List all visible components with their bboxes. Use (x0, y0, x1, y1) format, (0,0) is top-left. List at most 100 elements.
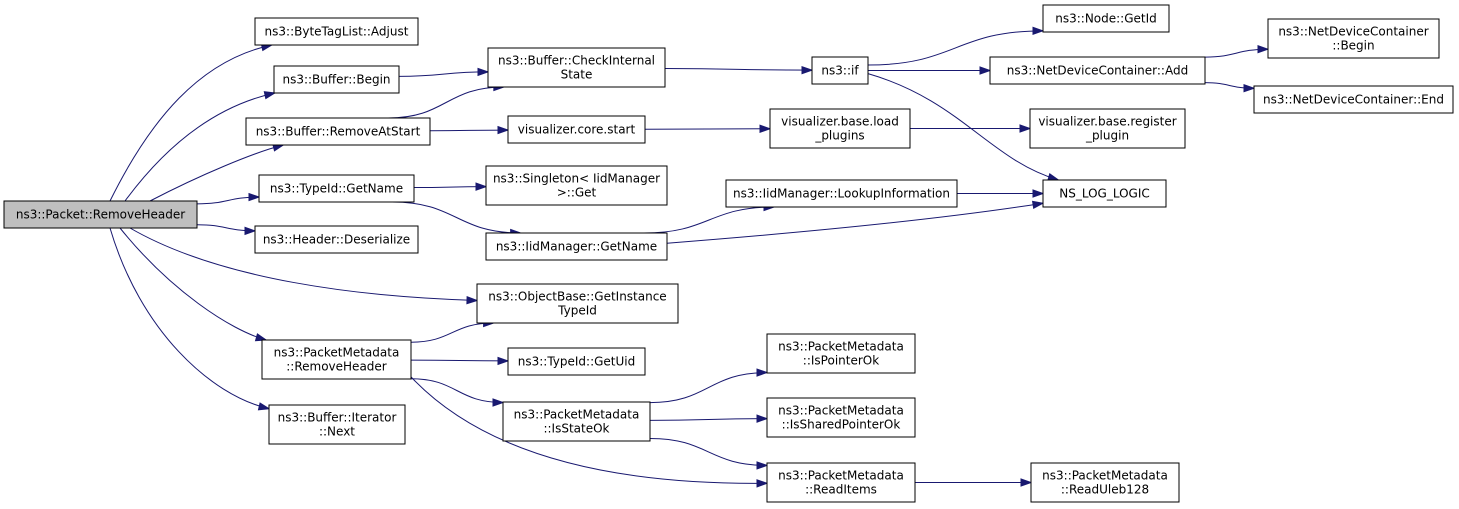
node-buffer-removeatstart[interactable]: ns3::Buffer::RemoveAtStart (245, 117, 431, 146)
node-singleton-get[interactable]: ns3::Singleton< IidManager >::Get (485, 165, 668, 206)
node-box (766, 397, 916, 438)
edge-line (124, 92, 275, 202)
call-graph-nodes: ns3::Packet::RemoveHeader ns3::ByteTagLis… (3, 4, 1454, 503)
node-iidmanager-lookupinformation[interactable]: ns3::IidManager::LookupInformation (725, 179, 958, 208)
node-packetmetadata-issharedpointerok[interactable]: ns3::PacketMetadata::IsSharedPointerOk (766, 397, 916, 438)
node-label: ns3::ObjectBase::GetInstance (488, 290, 666, 304)
arrowhead (756, 479, 769, 488)
node-label: ns3::if (821, 64, 859, 78)
node-visualizer-core-start[interactable]: visualizer.core.start (507, 115, 646, 144)
edge-line (429, 129, 509, 132)
node-label: State (561, 68, 593, 82)
arrowhead (497, 356, 510, 366)
node-box (1042, 179, 1167, 208)
edge-ns3_if-to-ns_log_logic (867, 73, 1060, 182)
node-box (261, 339, 412, 380)
node-packetmetadata-readitems[interactable]: ns3::PacketMetadata::ReadItems (766, 462, 916, 503)
node-ns3-if[interactable]: ns3::if (811, 56, 869, 85)
node-buffer-begin[interactable]: ns3::Buffer::Begin (273, 65, 400, 94)
node-typeid-getuid[interactable]: ns3::TypeId::GetUid (507, 347, 646, 376)
edge-line (109, 44, 272, 202)
node-netdevicecontainer-end[interactable]: ns3::NetDeviceContainer::End (1253, 85, 1454, 114)
node-netdevicecontainer-add[interactable]: ns3::NetDeviceContainer::Add (989, 56, 1206, 85)
node-box (507, 347, 646, 376)
edge-line (649, 437, 768, 466)
node-packetmetadata-readuleb128[interactable]: ns3::PacketMetadata::ReadUleb128 (1030, 462, 1180, 503)
edge-packet_removeheader-to-packetmetadata_removeheader (119, 227, 268, 342)
node-box (1267, 18, 1440, 59)
arrowhead (759, 124, 772, 133)
node-packetmetadata-ispointerok[interactable]: ns3::PacketMetadata::IsPointerOk (766, 333, 916, 374)
arrowhead (756, 368, 769, 377)
node-label: _plugins (814, 129, 864, 143)
edge-line (410, 376, 768, 484)
edge-line (643, 206, 775, 234)
node-label: ns3::Singleton< IidManager (493, 172, 660, 186)
arrowhead (801, 65, 814, 75)
node-box (254, 17, 419, 46)
node-label: ::IsSharedPointerOk (782, 418, 901, 432)
node-box (725, 179, 958, 208)
node-box (1030, 462, 1180, 503)
node-iidmanager-getname[interactable]: ns3::IidManager::GetName (485, 232, 668, 261)
edge-packetmetadata_removeheader-to-packetmetadata_readitems (410, 376, 769, 488)
edge-packet_removeheader-to-objectbase_getinstancetypeid (129, 227, 479, 305)
node-box (254, 225, 419, 254)
node-bytetaglist-adjust[interactable]: ns3::ByteTagList::Adjust (254, 17, 419, 46)
node-buffer-iterator-next[interactable]: ns3::Buffer::Iterator::Next (268, 404, 406, 445)
node-typeid-getname[interactable]: ns3::TypeId::GetName (258, 174, 415, 203)
node-box (1029, 108, 1186, 149)
node-ns-log-logic[interactable]: NS_LOG_LOGIC (1042, 179, 1167, 208)
node-label: ns3::NetDeviceContainer (1278, 25, 1428, 39)
arrowhead (1032, 26, 1045, 36)
node-label: ::ReadItems (805, 483, 877, 497)
node-box (1253, 85, 1454, 114)
node-label: ns3::Buffer::Begin (282, 73, 390, 87)
edge-packetmetadata_removeheader-to-packetmetadata_isstateok (410, 378, 505, 407)
arrowhead (257, 402, 271, 411)
node-box (268, 404, 406, 445)
node-packetmetadata-removeheader[interactable]: ns3::PacketMetadata::RemoveHeader (261, 339, 412, 380)
node-box (258, 174, 415, 203)
edge-ns3_if-to-netdevicecontainer_add (868, 66, 992, 75)
node-label: ns3::PacketMetadata (778, 340, 904, 354)
edge-netdevicecontainer_add-to-netdevicecontainer_end (1204, 82, 1256, 93)
node-visualizer-base-register-plugin[interactable]: visualizer.base.register_plugin (1029, 108, 1186, 149)
node-label: ns3::IidManager::LookupInformation (733, 187, 950, 201)
edge-packet_removeheader-to-buffer_begin (124, 91, 277, 202)
arrowhead (475, 182, 488, 191)
edge-line (867, 73, 1059, 181)
node-packetmetadata-isstateok[interactable]: ns3::PacketMetadata::IsStateOk (502, 401, 651, 442)
arrowhead (756, 461, 769, 470)
node-box (769, 108, 911, 149)
node-packet-removeheader[interactable]: ns3::Packet::RemoveHeader (3, 200, 198, 229)
arrowhead (1032, 189, 1045, 198)
node-label: ::Begin (1332, 39, 1374, 53)
edge-line (413, 186, 487, 189)
edge-line (649, 372, 768, 404)
node-node-getid[interactable]: ns3::Node::GetId (1042, 4, 1170, 33)
arrowhead (1257, 44, 1270, 54)
node-label: ns3::PacketMetadata (778, 469, 904, 483)
node-label: ns3::Packet::RemoveHeader (16, 208, 185, 222)
arrowhead (254, 333, 268, 342)
node-visualizer-base-load-plugins[interactable]: visualizer.base.load_plugins (769, 108, 911, 149)
node-box (245, 117, 431, 146)
edge-buffer_removeatstart-to-visualizer_core_start (429, 125, 510, 135)
node-label: ns3::PacketMetadata (274, 346, 400, 360)
node-label: ns3::PacketMetadata (514, 408, 640, 422)
node-header-deserialize[interactable]: ns3::Header::Deserialize (254, 225, 419, 254)
node-label: ns3::NetDeviceContainer::Add (1007, 64, 1188, 78)
edge-visualizer_base_load_plugins-to-visualizer_base_register_plugin (909, 124, 1032, 133)
node-netdevicecontainer-begin[interactable]: ns3::NetDeviceContainer::Begin (1267, 18, 1440, 59)
edge-buffer_begin-to-buffer_checkinternalstate (398, 67, 490, 77)
node-label: ns3::IidManager::GetName (496, 240, 657, 254)
arrowhead (492, 398, 505, 407)
arrowhead (477, 67, 490, 77)
edge-packetmetadata_isstateok-to-packetmetadata_issharedpointerok (649, 414, 769, 423)
node-label: ::Next (319, 425, 355, 439)
edge-line (119, 227, 267, 341)
